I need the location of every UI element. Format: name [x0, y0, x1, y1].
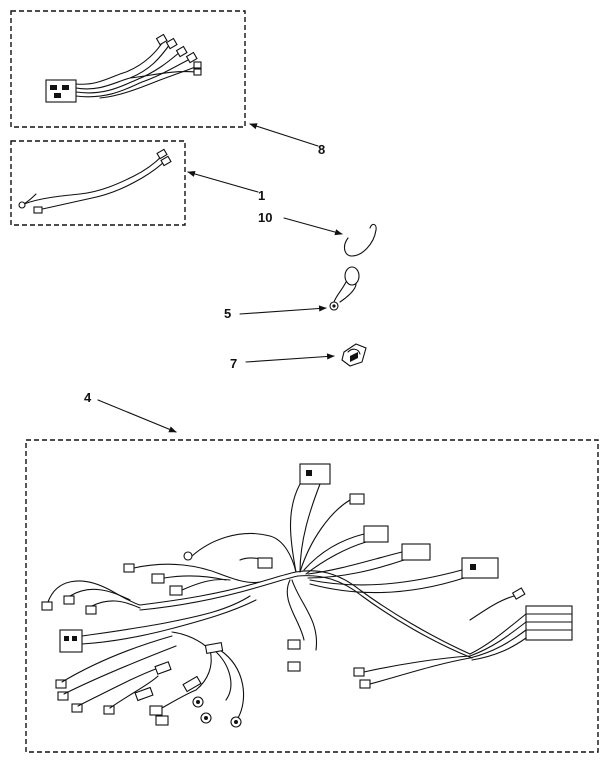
part-1-group: 1	[10, 140, 265, 226]
wire-tie-drawing	[343, 223, 377, 257]
callout-5: 5	[224, 306, 231, 321]
callout-7: 7	[230, 356, 237, 371]
ring-clamp-drawing	[329, 266, 360, 311]
part-1-wire-drawing	[18, 148, 172, 214]
part-7-group: 7	[230, 343, 367, 371]
clip-drawing	[341, 343, 367, 367]
part-8-dashed-border	[10, 10, 246, 128]
callout-8: 8	[318, 142, 325, 157]
part-1-dashed-border	[10, 140, 186, 226]
part-10-leader-arrow	[283, 217, 343, 236]
main-harness-drawing	[41, 463, 573, 728]
part-1-leader-arrow	[187, 170, 259, 193]
part-10-group: 10	[258, 210, 377, 257]
callout-1: 1	[258, 188, 265, 203]
callout-10: 10	[258, 210, 272, 225]
part-8-leader-arrow	[249, 123, 319, 147]
part-4-leader-arrow	[97, 399, 177, 433]
part-5-leader-arrow	[239, 305, 327, 315]
part-7-leader-arrow	[245, 353, 335, 363]
part-4-group: 4	[25, 390, 599, 753]
part-8-harness-drawing	[45, 33, 202, 103]
part-4-dashed-border	[25, 439, 599, 753]
callout-4: 4	[84, 390, 92, 405]
part-8-group: 8	[10, 10, 325, 157]
part-5-group: 5	[224, 266, 360, 321]
